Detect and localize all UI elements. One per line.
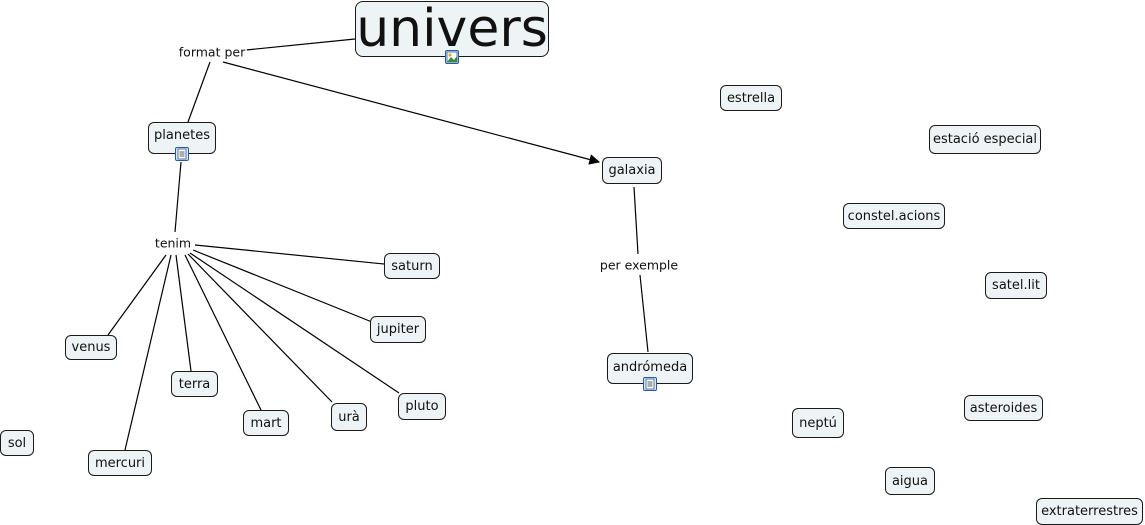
linking-phrase-tenim[interactable]: tenim xyxy=(152,235,194,251)
concept-estacio-especial[interactable]: estació especial xyxy=(929,125,1041,154)
concept-satelit[interactable]: satel.lit xyxy=(985,272,1047,299)
concept-estrella[interactable]: estrella xyxy=(720,85,782,111)
link-tenim-jupiter xyxy=(192,249,373,323)
concept-ura[interactable]: urà xyxy=(331,403,367,431)
linking-phrase-per-exemple[interactable]: per exemple xyxy=(597,257,681,273)
linking-phrase-format-per[interactable]: format per xyxy=(176,44,248,60)
link-tenim-saturn xyxy=(194,244,385,265)
concept-andromeda[interactable]: andrómeda xyxy=(607,353,693,384)
image-resource-icon[interactable] xyxy=(445,50,459,64)
concept-mercuri[interactable]: mercuri xyxy=(88,450,152,476)
concept-extraterrestres[interactable]: extraterrestres xyxy=(1036,498,1143,525)
concept-univers[interactable]: univers xyxy=(355,0,549,59)
concept-mart[interactable]: mart xyxy=(243,410,289,436)
link-format-per-galaxia xyxy=(222,61,601,165)
concept-aigua[interactable]: aigua xyxy=(885,467,935,495)
link-tenim-mercuri xyxy=(124,254,172,451)
link-tenim-venus xyxy=(107,254,167,336)
link-per-exemple-andromeda xyxy=(639,274,649,353)
concept-terra[interactable]: terra xyxy=(171,371,218,397)
concept-saturn[interactable]: saturn xyxy=(384,253,440,279)
concept-asteroides[interactable]: asteroides xyxy=(964,395,1043,421)
link-planetes-tenim xyxy=(174,161,182,233)
link-tenim-terra xyxy=(175,254,192,372)
concept-neptu[interactable]: neptú xyxy=(792,408,844,438)
link-format-per-planetes xyxy=(187,61,211,123)
link-univers-format-per xyxy=(245,38,356,51)
link-tenim-pluto xyxy=(189,252,400,394)
document-resource-icon[interactable] xyxy=(175,147,189,161)
link-tenim-mart xyxy=(184,254,262,411)
concept-galaxia[interactable]: galaxia xyxy=(602,157,662,184)
concept-constelacions[interactable]: constel.acions xyxy=(843,203,945,229)
concept-sol[interactable]: sol xyxy=(0,430,34,456)
concept-jupiter[interactable]: jupiter xyxy=(370,316,426,343)
concept-pluto[interactable]: pluto xyxy=(398,393,446,420)
concept-venus[interactable]: venus xyxy=(65,335,117,360)
document-resource-icon[interactable] xyxy=(643,377,657,391)
link-tenim-ura xyxy=(187,253,333,403)
link-galaxia-per-exemple xyxy=(633,186,639,255)
